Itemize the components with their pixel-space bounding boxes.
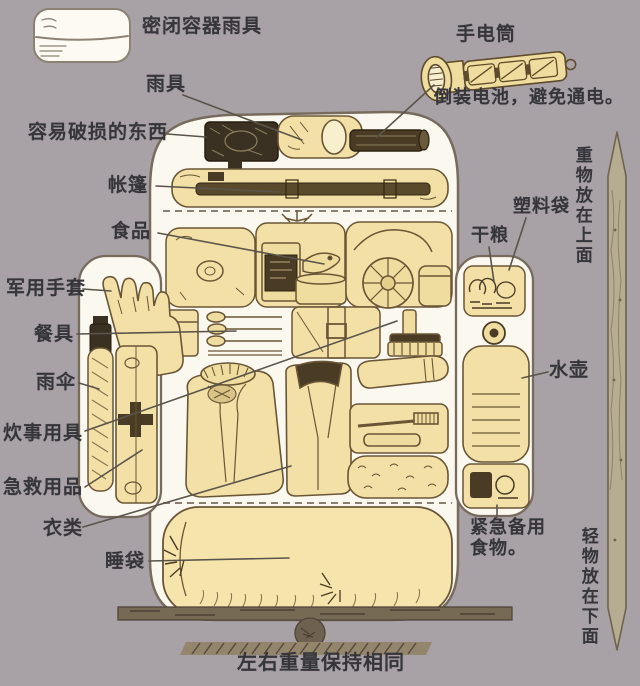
right-pocket (454, 254, 535, 518)
label-food: 食品 (111, 220, 152, 242)
label-flashlight: 手电筒 (456, 23, 517, 45)
label-dry-rations: 干粮 (471, 225, 509, 246)
label-tent: 帐篷 (108, 174, 149, 196)
label-first-aid: 急救用品 (3, 476, 84, 498)
label-plastic-bag: 塑料袋 (513, 196, 570, 217)
toiletry-box-item (349, 403, 449, 454)
label-emergency-food: 紧急备用 食物。 (470, 517, 556, 559)
rain-gear-roll-item (277, 115, 363, 159)
label-heavy-on-top: 重物放在上面 (571, 146, 592, 266)
label-emergency-food-line1: 紧急备用 (470, 517, 546, 538)
sweater-item (185, 362, 285, 498)
flashlight-icon (420, 51, 577, 102)
sock-roll-item (356, 355, 449, 389)
emergency-food-item (462, 463, 530, 509)
label-balance-caption: 左右重量保持相同 (237, 650, 405, 674)
cutlery-stack-item (204, 309, 288, 357)
first-aid-kit-item (115, 345, 158, 504)
label-emergency-food-line2: 食物。 (470, 538, 527, 559)
masher-item (387, 309, 443, 357)
label-tableware: 餐具 (34, 323, 75, 345)
dry-rations-item (463, 265, 526, 317)
label-fragile-items: 容易破损的东西 (28, 121, 169, 143)
label-military-gloves: 军用手套 (6, 277, 87, 299)
canteen-item (462, 321, 530, 463)
loaf-pouch-item (347, 455, 449, 499)
tent-item (171, 168, 449, 208)
label-sealed-container: 密闭容器雨具 (142, 15, 263, 37)
label-rain-gear: 雨具 (146, 73, 187, 95)
label-water-bottle: 水壶 (549, 359, 590, 381)
label-clothing: 衣类 (43, 517, 84, 539)
stored-flashlight-item (349, 129, 430, 152)
label-flashlight-note: 倒装电池，避免通电。 (434, 87, 624, 108)
umbrella-item (87, 347, 114, 492)
label-light-on-bottom: 轻物放在下面 (577, 527, 598, 647)
food-items (165, 210, 453, 309)
clothing-items (185, 355, 449, 499)
weight-direction-arrow-icon (607, 131, 627, 651)
balance-icon (117, 606, 513, 655)
jacket-item (285, 360, 352, 497)
sleeping-bag-item (162, 506, 453, 616)
label-umbrella: 雨伞 (36, 371, 77, 393)
label-sleeping-bag: 睡袋 (105, 550, 146, 572)
label-cooking-utensils: 炊事用具 (3, 422, 84, 444)
leader-lines (76, 84, 549, 562)
sealed-container-icon (33, 8, 131, 63)
